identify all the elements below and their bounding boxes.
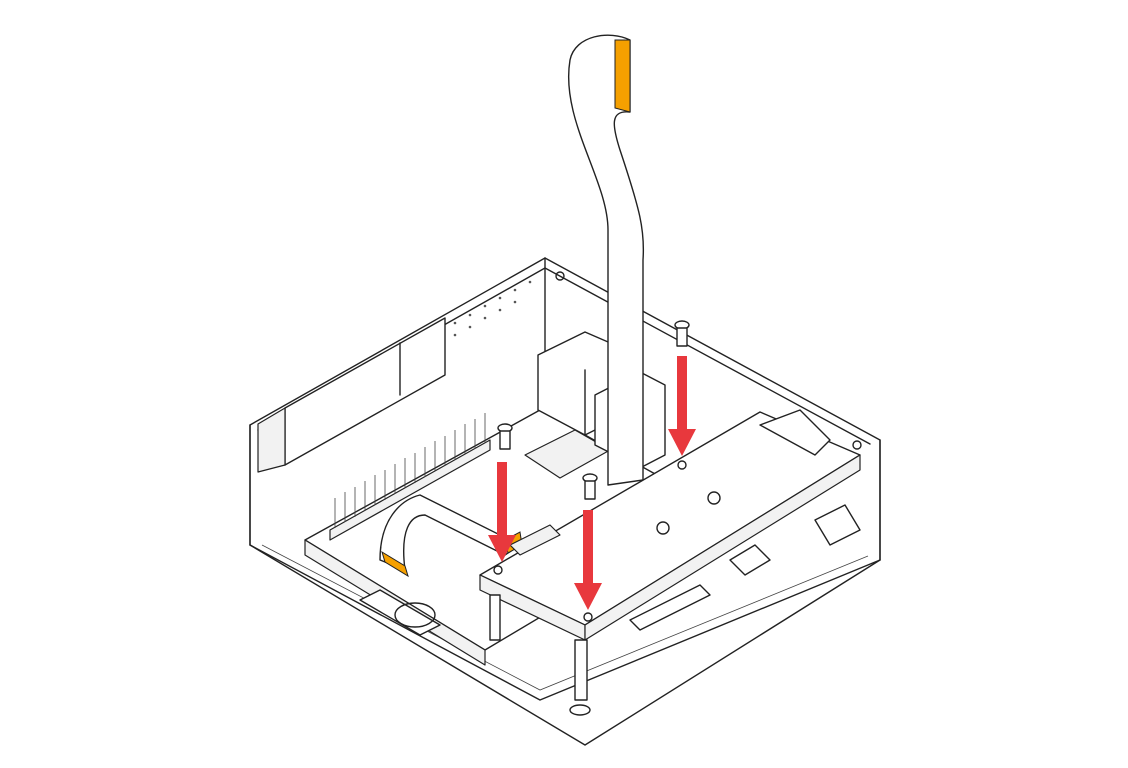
screw-icon — [497, 423, 513, 450]
screw-icon — [674, 320, 690, 347]
arrow-down-icon — [488, 462, 516, 562]
ribbon-cable — [379, 34, 645, 578]
cable-tab-top — [614, 39, 631, 113]
screws — [497, 320, 690, 500]
standoffs — [489, 594, 591, 716]
vent-holes — [453, 280, 532, 337]
arrow-down-icon — [574, 510, 602, 610]
gpio-header — [329, 413, 491, 541]
cable-tab-bottom — [381, 550, 409, 578]
side-pcb — [257, 317, 446, 473]
install-arrows — [488, 356, 696, 610]
m2-adapter-board — [479, 409, 861, 641]
arrow-down-icon — [668, 356, 696, 456]
screw-icon — [582, 473, 598, 500]
